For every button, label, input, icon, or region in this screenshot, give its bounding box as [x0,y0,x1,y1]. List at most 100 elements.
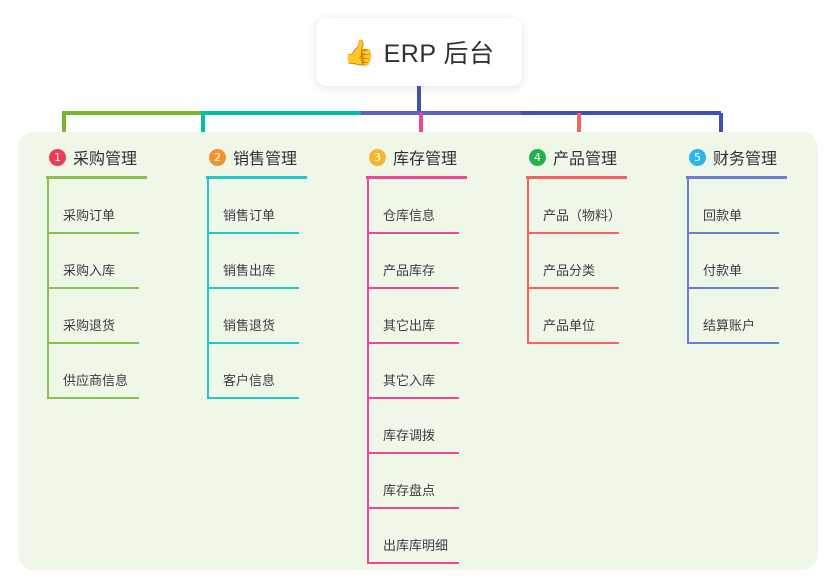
leaf-spine [527,179,529,344]
segment-blue [521,111,721,115]
column-title: 产品管理 [553,151,618,168]
leaf-item-sales-order[interactable]: 销售订单 [205,179,365,234]
leaf-item-product-stock[interactable]: 产品库存 [365,234,525,289]
drop-sales [201,113,205,143]
branch-panel [18,132,818,570]
column-sales-management: 2 销售管理销售订单销售出库销售退货客户信息 [205,144,365,399]
leaf-underline [687,287,779,289]
leaf-underline [367,452,459,454]
leaf-item-receipt-voucher[interactable]: 回款单 [685,179,839,234]
column-purchase-management: 1 采购管理采购订单采购入库采购退货供应商信息 [45,144,205,399]
leaf-item-purchase-order[interactable]: 采购订单 [45,179,205,234]
leaf-item-warehouse-info[interactable]: 仓库信息 [365,179,525,234]
segment-green [62,111,201,115]
leaf-item-label: 产品分类 [543,263,596,278]
leaf-item-sales-return[interactable]: 销售退货 [205,289,365,344]
leaf-item-label: 销售订单 [223,208,276,223]
leaf-item-label: 销售退货 [223,318,276,333]
leaf-list: 回款单付款单结算账户 [685,179,839,344]
badge-number-icon: 4 [529,148,546,166]
leaf-spine [47,179,49,399]
leaf-underline [687,342,779,344]
leaf-item-settlement-account[interactable]: 结算账户 [685,289,839,344]
drop-purchase [62,113,66,143]
leaf-item-label: 付款单 [703,263,743,278]
leaf-item-label: 采购订单 [63,208,116,223]
leaf-spine [367,179,369,564]
leaf-underline [367,507,459,509]
leaf-item-label: 产品（物料） [543,208,622,223]
leaf-item-label: 产品库存 [383,263,436,278]
column-product-management: 4 产品管理产品（物料） 产品分类产品单位 [525,144,685,344]
root-node-label: ERP 后台 [383,40,495,68]
column-underline [206,176,307,179]
leaf-underline [47,287,139,289]
leaf-underline [687,232,779,234]
leaf-item-customer-info[interactable]: 客户信息 [205,344,365,399]
leaf-item-product-unit[interactable]: 产品单位 [525,289,685,344]
leaf-item-product-category[interactable]: 产品分类 [525,234,685,289]
leaf-item-label: 库存调拨 [383,428,436,443]
thumbs-up-icon: 👍 [343,37,375,67]
leaf-underline [207,232,299,234]
leaf-item-purchase-inbound[interactable]: 采购入库 [45,234,205,289]
column-header-product-management[interactable]: 4 产品管理 [525,144,685,170]
leaf-item-label: 回款单 [703,208,743,223]
leaf-spine [207,179,209,399]
leaf-item-label: 产品单位 [543,318,596,333]
leaf-item-label: 出库库明细 [383,538,449,553]
leaf-item-outbound-detail[interactable]: 出库库明细 [365,509,525,564]
leaf-item-supplier-info[interactable]: 供应商信息 [45,344,205,399]
column-underline [526,176,627,179]
column-title: 库存管理 [393,151,458,168]
leaf-item-stock-count[interactable]: 库存盘点 [365,454,525,509]
column-title: 财务管理 [713,151,778,168]
column-underline [46,176,147,179]
column-title: 采购管理 [73,151,138,168]
leaf-item-payment-voucher[interactable]: 付款单 [685,234,839,289]
leaf-underline [367,287,459,289]
leaf-underline [207,342,299,344]
leaf-underline [47,342,139,344]
leaf-item-label: 采购退货 [63,318,116,333]
leaf-list: 产品（物料） 产品分类产品单位 [525,179,685,344]
leaf-item-label: 采购入库 [63,263,116,278]
leaf-item-product-material[interactable]: 产品（物料） [525,179,685,234]
badge-number-icon: 2 [209,148,226,166]
leaf-underline [207,397,299,399]
leaf-underline [47,232,139,234]
leaf-item-label: 销售出库 [223,263,276,278]
leaf-item-sales-outbound[interactable]: 销售出库 [205,234,365,289]
leaf-underline [527,232,619,234]
column-underline [686,176,787,179]
leaf-item-other-inbound[interactable]: 其它入库 [365,344,525,399]
leaf-item-label: 其它出库 [383,318,436,333]
column-finance-management: 5 财务管理回款单付款单结算账户 [685,144,839,344]
column-underline [366,176,467,179]
root-stem-connector [417,86,421,113]
column-header-purchase-management[interactable]: 1 采购管理 [45,144,205,170]
leaf-underline [207,287,299,289]
leaf-underline [367,562,459,564]
leaf-item-purchase-return[interactable]: 采购退货 [45,289,205,344]
column-header-sales-management[interactable]: 2 销售管理 [205,144,365,170]
drop-product [577,113,581,143]
drop-inventory [419,113,423,143]
leaf-list: 仓库信息产品库存其它出库其它入库库存调拨库存盘点出库库明细 [365,179,525,564]
root-node[interactable]: 👍 ERP 后台 [316,18,522,86]
leaf-underline [367,342,459,344]
segment-indigo [361,111,521,115]
leaf-item-stock-transfer[interactable]: 库存调拨 [365,399,525,454]
badge-number-icon: 5 [689,148,706,166]
badge-number-icon: 1 [49,148,66,166]
leaf-item-label: 仓库信息 [383,208,436,223]
leaf-underline [527,287,619,289]
leaf-underline [367,397,459,399]
column-title: 销售管理 [233,151,298,168]
leaf-list: 采购订单采购入库采购退货供应商信息 [45,179,205,399]
leaf-item-other-outbound[interactable]: 其它出库 [365,289,525,344]
column-header-finance-management[interactable]: 5 财务管理 [685,144,839,170]
